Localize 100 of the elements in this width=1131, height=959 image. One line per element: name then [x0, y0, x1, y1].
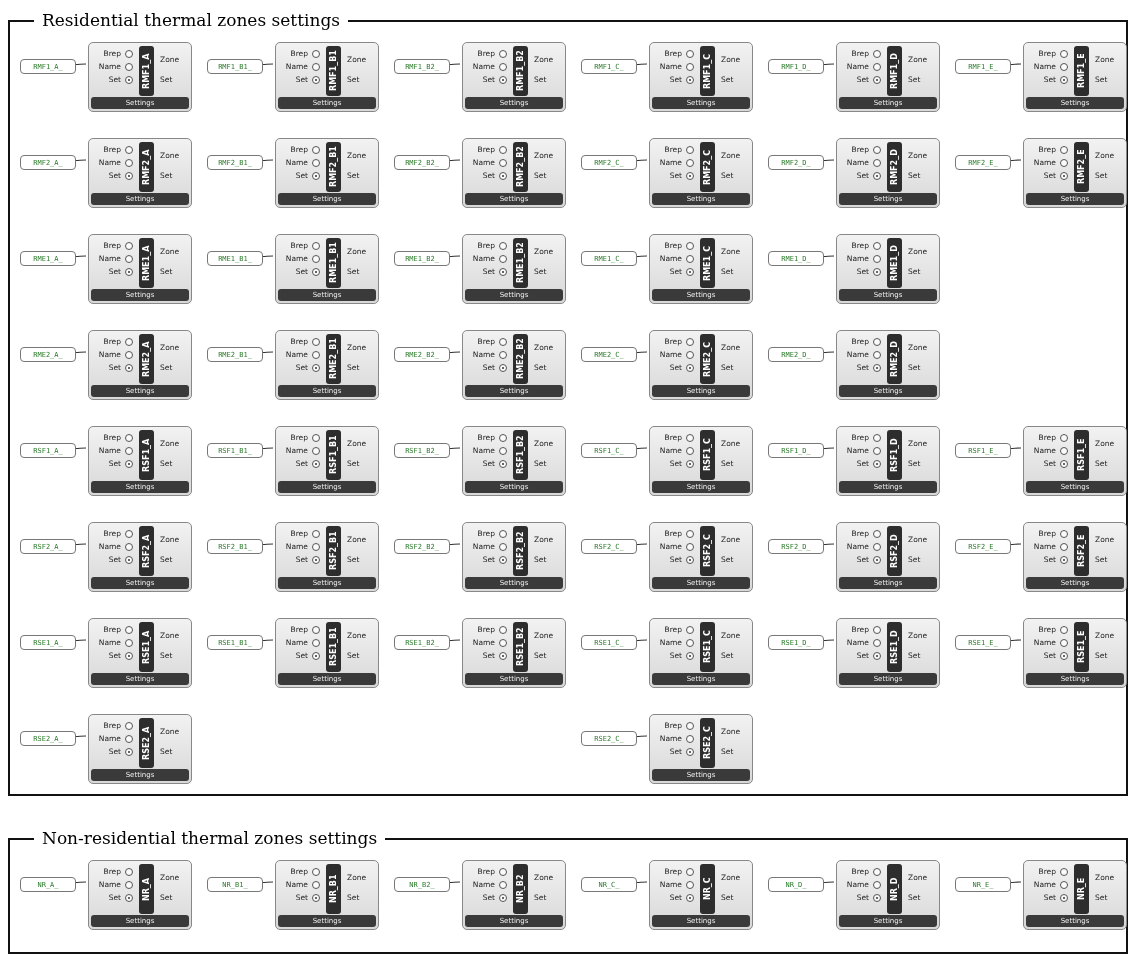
component-name: RME1_D — [887, 238, 902, 288]
component-block — [88, 618, 192, 688]
input-panel — [207, 155, 263, 170]
component-block — [1023, 138, 1127, 208]
component-name: RMF2_C — [700, 142, 715, 192]
component-block — [88, 426, 192, 496]
wire — [260, 543, 274, 546]
component-name: RMF2_E — [1074, 142, 1089, 192]
input-panel — [207, 347, 263, 362]
component-block — [836, 234, 940, 304]
input-panel — [581, 59, 637, 74]
component-block — [275, 860, 379, 930]
component-block — [836, 522, 940, 592]
component-name: NR_D — [887, 864, 902, 914]
wire — [447, 447, 461, 450]
input-panel — [207, 59, 263, 74]
wire — [634, 639, 648, 642]
component-block — [649, 234, 753, 304]
wire — [634, 255, 648, 258]
component-block — [1023, 42, 1127, 112]
wire — [73, 351, 87, 354]
input-panel — [394, 251, 450, 266]
component-block — [462, 618, 566, 688]
component-block — [649, 860, 753, 930]
input-panel — [207, 539, 263, 554]
component-block — [88, 330, 192, 400]
wire — [821, 351, 835, 354]
wire — [634, 881, 648, 884]
component-block — [649, 714, 753, 784]
component-block — [462, 138, 566, 208]
wire — [1008, 639, 1022, 642]
wire — [447, 543, 461, 546]
component-block — [836, 138, 940, 208]
input-panel — [394, 443, 450, 458]
input-panel — [581, 347, 637, 362]
component-name: RME2_D — [887, 334, 902, 384]
component-name: NR_B2 — [513, 864, 528, 914]
input-panel — [768, 155, 824, 170]
input-panel — [20, 635, 76, 650]
component-block — [836, 618, 940, 688]
wire — [634, 159, 648, 162]
wire — [634, 543, 648, 546]
component-block — [275, 138, 379, 208]
component-name: RSE2_C — [700, 718, 715, 768]
component-block — [649, 138, 753, 208]
component-name: NR_B1 — [326, 864, 341, 914]
component-block — [836, 330, 940, 400]
input-panel — [581, 443, 637, 458]
component-block — [88, 234, 192, 304]
component-block — [462, 330, 566, 400]
component-block — [1023, 618, 1127, 688]
input-panel — [768, 635, 824, 650]
input-panel — [207, 635, 263, 650]
component-block — [836, 860, 940, 930]
wire — [447, 881, 461, 884]
component-name: RSF1_A — [139, 430, 154, 480]
component-name: RSE1_D — [887, 622, 902, 672]
input-panel — [394, 155, 450, 170]
component-name: RME2_C — [700, 334, 715, 384]
input-panel — [768, 347, 824, 362]
component-name: RSF1_B1 — [326, 430, 341, 480]
component-name: RSF1_D — [887, 430, 902, 480]
component-block — [462, 522, 566, 592]
component-block — [649, 522, 753, 592]
component-name: RMF1_E — [1074, 46, 1089, 96]
wire — [634, 63, 648, 66]
wire — [260, 159, 274, 162]
wire — [260, 351, 274, 354]
input-panel — [955, 877, 1011, 892]
wire — [447, 639, 461, 642]
wire — [447, 159, 461, 162]
wire — [1008, 159, 1022, 162]
input-panel — [20, 443, 76, 458]
wire — [1008, 543, 1022, 546]
input-panel — [20, 251, 76, 266]
input-panel — [768, 877, 824, 892]
wire — [821, 255, 835, 258]
wire — [73, 639, 87, 642]
wire — [821, 447, 835, 450]
input-panel — [768, 539, 824, 554]
wire — [821, 881, 835, 884]
wire — [73, 447, 87, 450]
input-panel — [955, 635, 1011, 650]
component-name: RME1_C — [700, 238, 715, 288]
input-panel — [955, 59, 1011, 74]
input-panel — [581, 731, 637, 746]
wire — [634, 735, 648, 738]
wire — [634, 351, 648, 354]
component-block — [1023, 522, 1127, 592]
component-block — [88, 860, 192, 930]
component-name: NR_A — [139, 864, 154, 914]
wire — [73, 159, 87, 162]
input-panel — [20, 877, 76, 892]
component-name: RSE1_C — [700, 622, 715, 672]
input-panel — [955, 539, 1011, 554]
component-name: RSE1_B1 — [326, 622, 341, 672]
component-block — [1023, 860, 1127, 930]
component-name: RSF2_D — [887, 526, 902, 576]
component-block — [462, 42, 566, 112]
component-block — [88, 42, 192, 112]
